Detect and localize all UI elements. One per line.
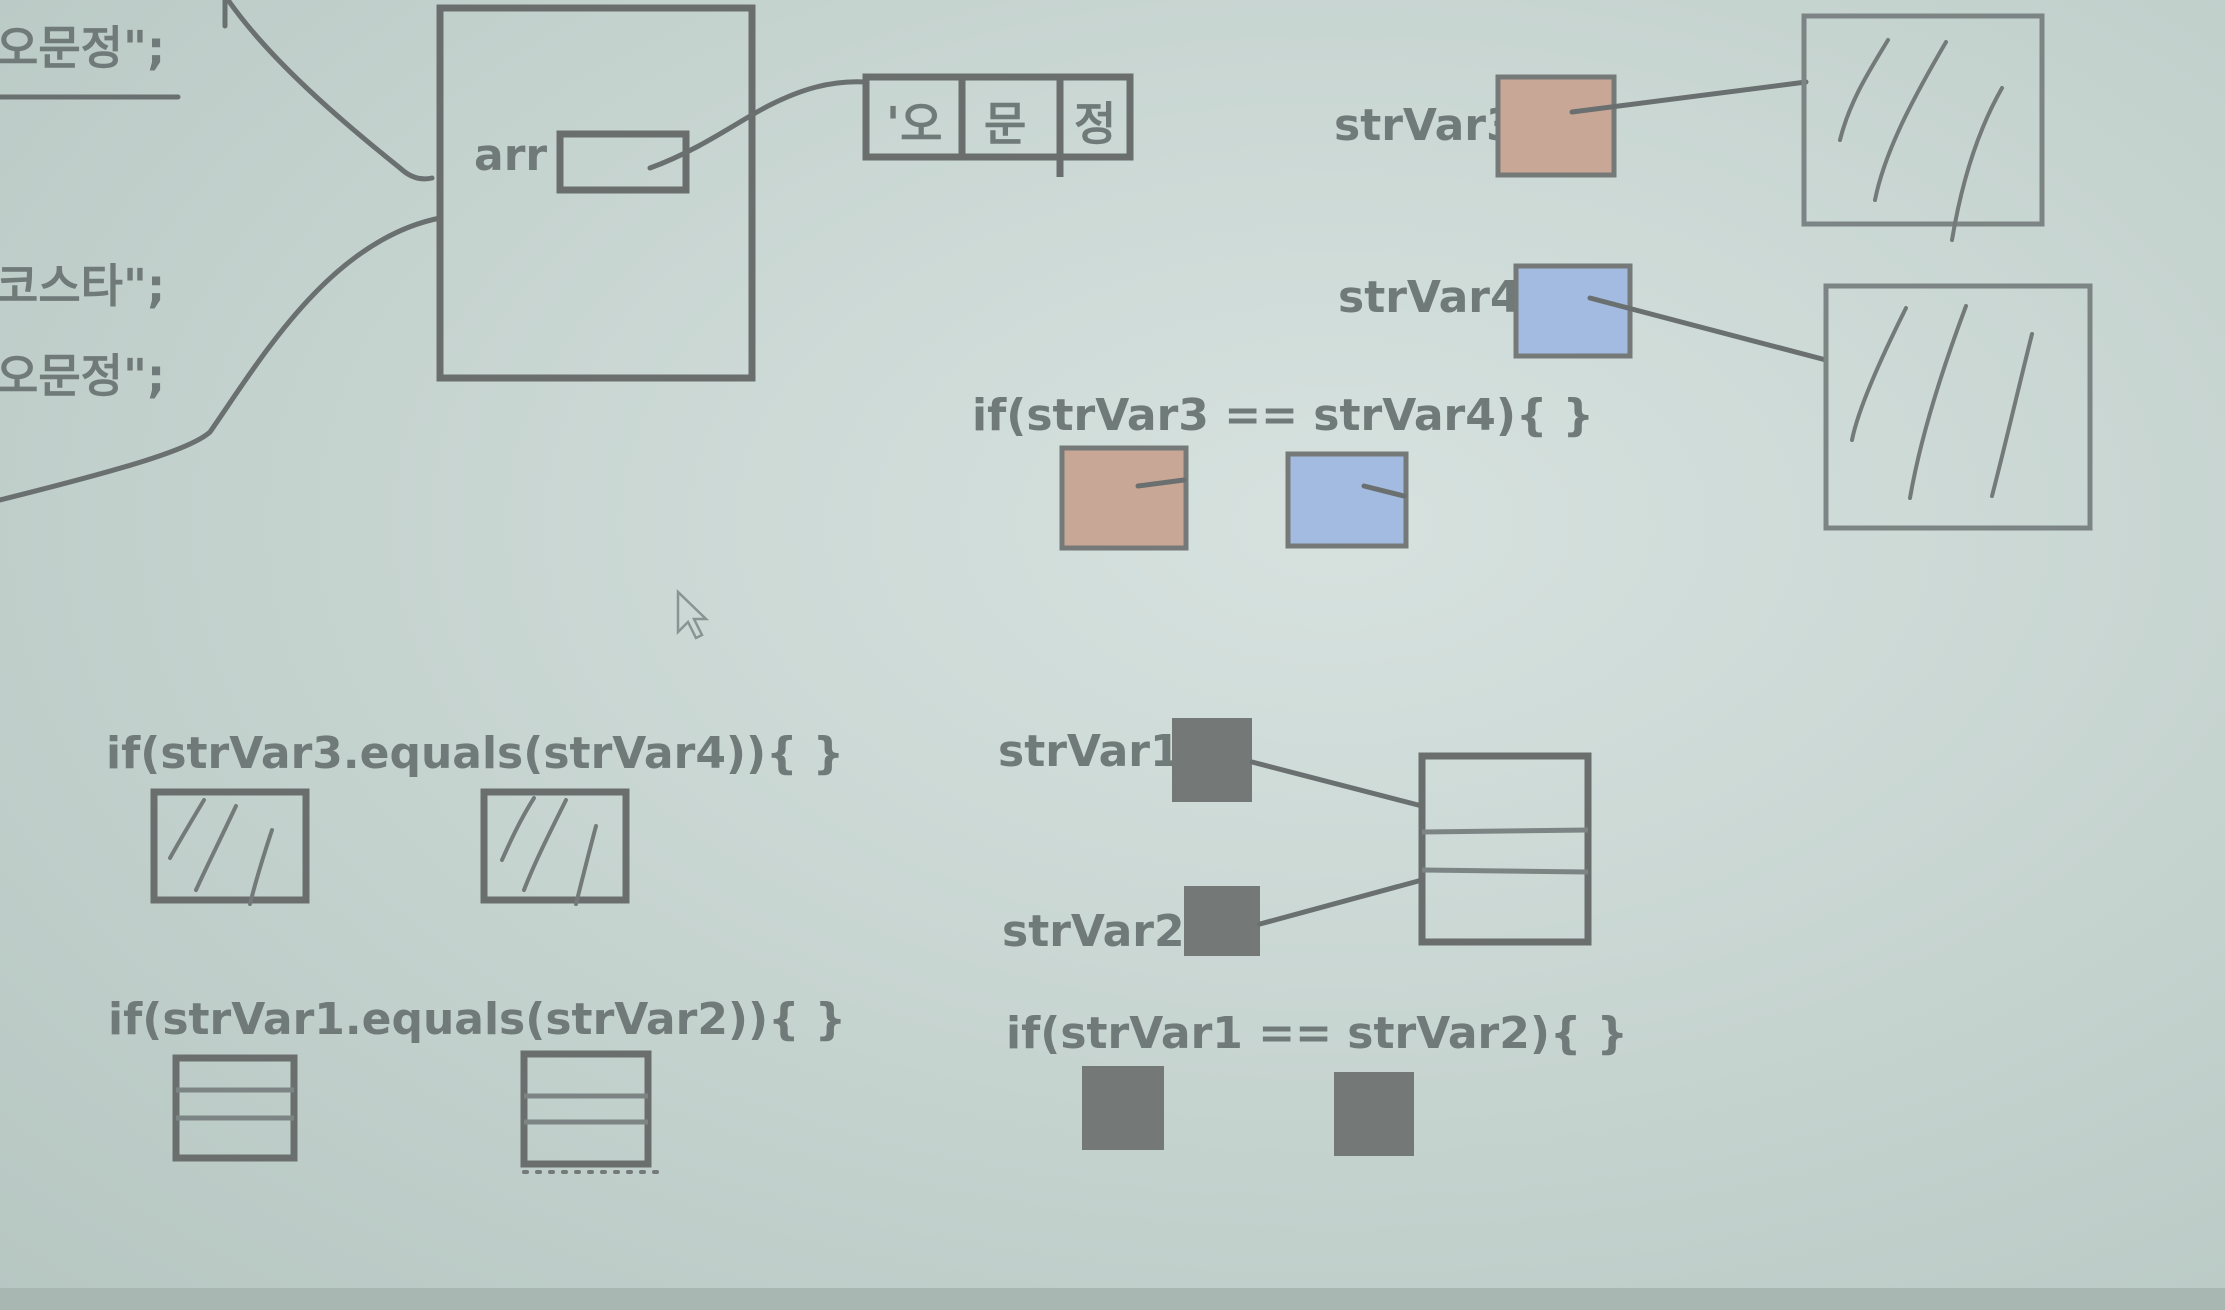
strVar3-hatch xyxy=(1838,38,2004,242)
shared-heap-object xyxy=(1418,752,1592,946)
pointer-line-2 xyxy=(0,215,443,503)
shared-heap-row-2 xyxy=(1421,867,1589,875)
strVar4-pointer xyxy=(1587,295,1829,363)
strVar2-pointer xyxy=(1257,877,1425,927)
char-cell-1: 문 xyxy=(984,97,1026,151)
strVar2-copy-reference xyxy=(1334,1072,1414,1156)
array-object-box xyxy=(436,4,756,382)
char-array xyxy=(862,73,1134,161)
strVar3-pointer xyxy=(1569,79,1809,115)
shared-heap-row-1 xyxy=(1421,827,1589,835)
pointer-line-1 xyxy=(225,0,435,182)
strVar3-reference xyxy=(1495,74,1617,178)
equals-12-object-left xyxy=(172,1054,298,1162)
char-cell-0: '오 xyxy=(886,97,942,151)
code-fragment-2: 코스타"; xyxy=(0,259,165,313)
condition-ref-eq-34: if(strVar3 == strVar4){ } xyxy=(972,390,1594,441)
strVar4-copy-pointer xyxy=(1361,483,1407,499)
strVar4-label: strVar4 xyxy=(1338,272,1521,323)
strVar1-label: strVar1 xyxy=(998,726,1181,777)
char-cell-2: 정 xyxy=(1074,97,1116,151)
equals-34-object-right xyxy=(480,788,630,904)
strVar1-reference xyxy=(1172,718,1252,802)
condition-equals-12: if(strVar1.equals(strVar2)){ } xyxy=(108,994,846,1045)
array-pointer-line xyxy=(647,79,869,171)
mouse-cursor-icon xyxy=(676,589,710,640)
equals-34-hatch-left xyxy=(168,798,274,906)
strVar4-hatch xyxy=(1850,304,2034,500)
code-fragment-1: 오문정"; xyxy=(0,21,165,75)
array-reference-slot xyxy=(556,130,690,194)
strVar1-copy-reference xyxy=(1082,1066,1164,1150)
array-label: arr xyxy=(474,130,547,181)
strVar3-copy-reference xyxy=(1059,445,1189,551)
equals-34-object-left xyxy=(150,788,310,904)
condition-ref-eq-12: if(strVar1 == strVar2){ } xyxy=(1006,1008,1628,1059)
strVar3-copy-pointer xyxy=(1135,477,1187,489)
strVar1-pointer xyxy=(1249,759,1425,809)
condition-equals-34: if(strVar3.equals(strVar4)){ } xyxy=(106,728,844,779)
screen-bottom-edge xyxy=(0,1288,2225,1310)
equals-34-hatch-right xyxy=(500,796,598,906)
strVar3-label: strVar3 xyxy=(1334,100,1517,151)
strVar2-reference xyxy=(1184,886,1260,956)
strVar3-heap-object xyxy=(1801,13,2045,227)
strVar4-heap-object xyxy=(1823,283,2093,531)
strVar4-reference xyxy=(1513,263,1633,359)
strVar2-label: strVar2 xyxy=(1002,906,1185,957)
code-fragment-3: 오문정"; xyxy=(0,349,165,403)
equals-12-object-right xyxy=(520,1050,652,1168)
strVar4-copy-reference xyxy=(1285,451,1409,549)
